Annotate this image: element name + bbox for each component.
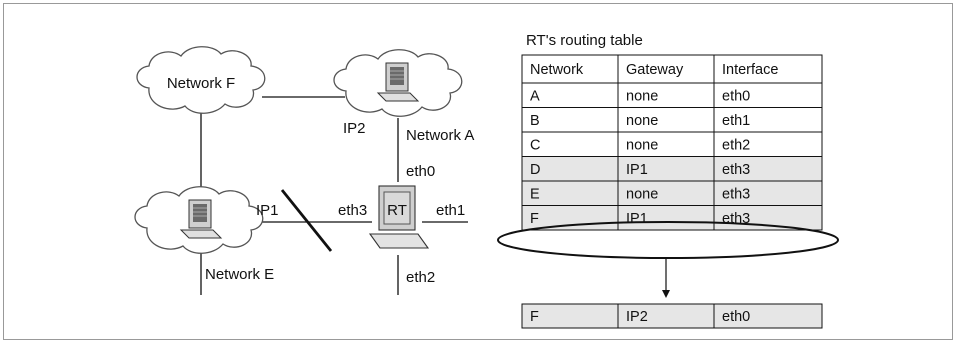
table-header-cell-bg bbox=[713, 54, 823, 84]
eth0-label: eth0 bbox=[406, 163, 435, 180]
new-route-cell-bg bbox=[521, 303, 619, 329]
table-row-cell-bg bbox=[713, 156, 823, 182]
router-icon: RT bbox=[368, 185, 430, 249]
table-row-cell: IP1 bbox=[626, 211, 648, 227]
new-route-cell-bg bbox=[713, 303, 823, 329]
new-route-cell: eth0 bbox=[722, 309, 750, 325]
table-row-cell: none bbox=[626, 88, 658, 104]
new-route-cell: F bbox=[530, 309, 539, 325]
table-row-cell: none bbox=[626, 186, 658, 202]
table-row-cell: E bbox=[530, 186, 540, 202]
broken-link-slash bbox=[280, 189, 333, 252]
table-row-cell: none bbox=[626, 113, 658, 129]
table-row-cell: C bbox=[530, 137, 540, 153]
table-row-cell: B bbox=[530, 113, 540, 129]
network-f-label: Network F bbox=[167, 75, 235, 92]
eth2-label: eth2 bbox=[406, 269, 435, 286]
table-row-cell-bg bbox=[617, 107, 715, 133]
ip1-label: IP1 bbox=[256, 202, 279, 219]
table-row-cell: none bbox=[626, 137, 658, 153]
table-row-cell-bg bbox=[713, 131, 823, 157]
new-route-cell: IP2 bbox=[626, 309, 648, 325]
table-row-cell: eth1 bbox=[722, 113, 750, 129]
table-row-cell-bg bbox=[617, 180, 715, 206]
eth1-label: eth1 bbox=[436, 202, 465, 219]
table-row-cell: IP1 bbox=[626, 162, 648, 178]
table-row-cell-bg bbox=[713, 107, 823, 133]
table-row-cell-bg bbox=[521, 107, 619, 133]
ip2-label: IP2 bbox=[343, 120, 366, 137]
table-row-cell-bg bbox=[713, 82, 823, 108]
figure-frame bbox=[3, 3, 953, 340]
network-a-label: Network A bbox=[406, 127, 474, 144]
table-header-cell: Gateway bbox=[626, 62, 684, 78]
table-row-cell: eth2 bbox=[722, 137, 750, 153]
table-row-cell: A bbox=[530, 88, 540, 104]
highlight-ellipse bbox=[497, 221, 839, 259]
network-e-label: Network E bbox=[205, 266, 274, 283]
table-header-cell: Interface bbox=[722, 62, 778, 78]
table-header-cell: Network bbox=[530, 62, 584, 78]
table-header-cell-bg bbox=[521, 54, 619, 84]
table-row-cell-bg bbox=[617, 131, 715, 157]
table-row-cell: F bbox=[530, 211, 539, 227]
table-row-cell: eth3 bbox=[722, 186, 750, 202]
update-arrow-head bbox=[662, 290, 670, 298]
eth3-label: eth3 bbox=[338, 202, 367, 219]
new-route-row: F IP2 eth0 bbox=[521, 303, 823, 329]
table-row-cell-bg bbox=[521, 180, 619, 206]
table-row-cell: eth0 bbox=[722, 88, 750, 104]
table-row-cell: D bbox=[530, 162, 540, 178]
new-route-cell-bg bbox=[617, 303, 715, 329]
routing-table-caption: RT's routing table bbox=[526, 32, 643, 49]
router-label: RT bbox=[387, 202, 407, 219]
table-row-cell: eth3 bbox=[722, 162, 750, 178]
